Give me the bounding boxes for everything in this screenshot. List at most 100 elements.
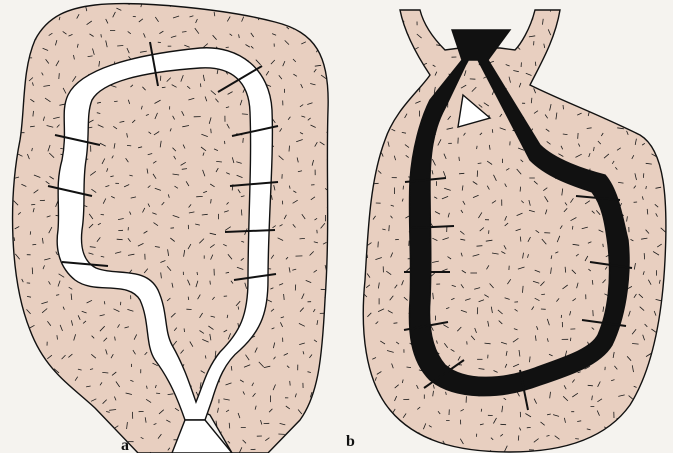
speckle-mark (492, 129, 493, 133)
speckle-mark (378, 107, 383, 108)
speckle-mark (582, 98, 587, 100)
speckle-mark (646, 406, 648, 409)
speckle-mark (394, 323, 398, 324)
speckle-mark (12, 365, 18, 366)
speckle-mark (572, 226, 573, 230)
speckle-mark (654, 118, 659, 119)
speckle-mark (0, 447, 2, 449)
speckle-mark (632, 79, 635, 80)
speckle-mark (1, 365, 3, 368)
speckle-mark (325, 440, 326, 447)
speckle-mark (30, 231, 31, 234)
speckle-mark (280, 7, 282, 10)
speckle-mark (644, 29, 645, 34)
speckle-mark (22, 57, 23, 63)
speckle-mark (374, 70, 379, 71)
speckle-mark (3, 29, 9, 32)
speckle-mark (558, 2, 563, 4)
speckle-mark (201, 0, 203, 3)
speckle-mark (417, 71, 418, 75)
speckle-mark (616, 15, 618, 17)
speckle-mark (15, 303, 21, 304)
speckle-mark (517, 26, 519, 32)
speckle-mark (57, 421, 61, 422)
speckle-mark (73, 426, 74, 430)
speckle-mark (2, 427, 5, 432)
speckle-mark (323, 415, 325, 418)
speckle-mark (20, 411, 24, 414)
speckle-mark (583, 85, 588, 90)
speckle-mark (96, 422, 101, 423)
panel-label-b: b (346, 433, 355, 450)
speckle-mark (1, 386, 2, 389)
speckle-mark (243, 138, 244, 143)
speckle-mark (200, 83, 201, 87)
speckle-mark (562, 46, 566, 52)
speckle-mark (3, 270, 9, 271)
speckle-mark (669, 448, 672, 453)
speckle-mark (31, 341, 32, 345)
speckle-mark (657, 97, 658, 101)
speckle-mark (59, 73, 60, 79)
speckle-mark (613, 443, 617, 444)
speckle-mark (377, 399, 381, 401)
speckle-mark (585, 13, 586, 17)
speckle-mark (505, 14, 510, 18)
speckle-mark (54, 4, 59, 8)
speckle-mark (3, 157, 6, 159)
speckle-mark (631, 413, 635, 418)
speckle-mark (310, 405, 312, 409)
speckle-mark (668, 244, 673, 246)
speckle-mark (360, 214, 364, 219)
speckle-mark (668, 225, 672, 230)
speckle-mark (14, 392, 19, 394)
speckle-mark (655, 42, 656, 47)
speckle-mark (359, 105, 362, 107)
speckle-mark (300, 238, 305, 239)
speckle-mark (393, 424, 398, 426)
speckle-mark (23, 4, 24, 8)
speckle-mark (362, 391, 365, 393)
speckle-mark (644, 118, 647, 120)
speckle-mark (658, 125, 663, 130)
speckle-mark (639, 398, 642, 399)
speckle-mark (211, 129, 212, 134)
speckle-mark (478, 163, 482, 164)
speckle-mark (12, 426, 17, 427)
speckle-mark (667, 169, 671, 170)
speckle-mark (463, 0, 465, 3)
speckle-mark (452, 44, 453, 48)
speckle-mark (290, 381, 291, 386)
speckle-mark (365, 384, 368, 388)
speckle-mark (642, 2, 648, 6)
speckle-mark (4, 84, 5, 88)
speckle-mark (19, 90, 20, 93)
speckle-mark (668, 198, 671, 200)
speckle-mark (477, 246, 483, 247)
speckle-mark (563, 105, 564, 109)
speckle-mark (631, 420, 633, 425)
speckle-mark (647, 91, 650, 93)
speckle-mark (668, 18, 669, 22)
speckle-mark (375, 424, 377, 430)
speckle-mark (380, 448, 384, 450)
speckle-mark (7, 9, 11, 10)
speckle-mark (117, 46, 123, 47)
speckle-mark (382, 442, 383, 446)
speckle-mark (380, 30, 384, 32)
speckle-mark (326, 426, 331, 429)
speckle-mark (572, 3, 579, 5)
speckle-mark (18, 386, 21, 389)
speckle-mark (1, 212, 5, 214)
speckle-mark (289, 146, 290, 152)
panel-a: a (0, 0, 335, 453)
speckle-mark (365, 161, 368, 165)
speckle-mark (543, 65, 546, 68)
speckle-mark (362, 418, 366, 422)
speckle-mark (0, 62, 2, 65)
speckle-mark (587, 72, 590, 73)
speckle-mark (270, 17, 276, 19)
speckle-mark (380, 16, 384, 18)
speckle-mark (308, 427, 312, 429)
speckle-mark (325, 62, 331, 63)
